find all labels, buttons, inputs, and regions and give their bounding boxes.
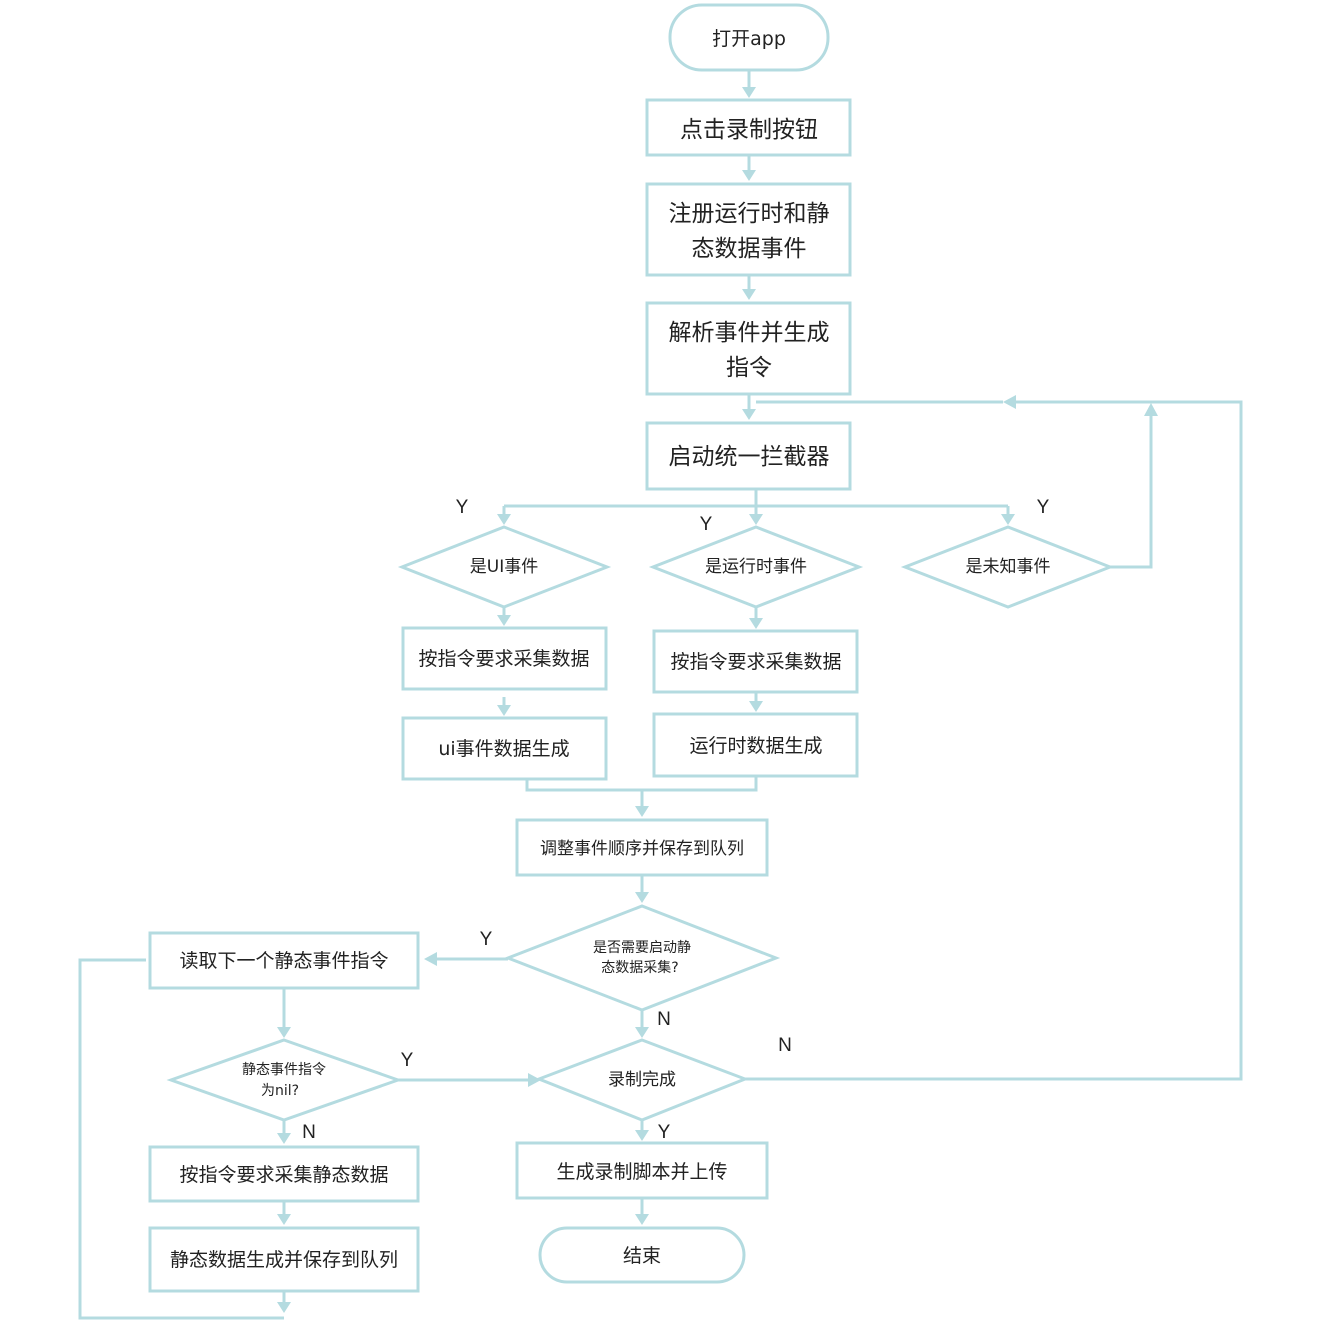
node-label: 指令	[726, 355, 772, 381]
node-collect-ui: 按指令要求采集数据	[401, 626, 608, 691]
arrowhead	[635, 1027, 649, 1038]
node-label: 点击录制按钮	[680, 117, 818, 143]
edge-label-unknown-yes: Y	[1037, 497, 1050, 518]
node-need-static: 是否需要启动静 态数据采集?	[503, 904, 781, 1012]
node-open-app: 打开app	[668, 3, 830, 72]
edge-static-loop-back	[78, 958, 284, 1320]
edge-label-ui-yes: Y	[456, 497, 469, 518]
node-parse-events: 解析事件并生成 指令	[645, 301, 852, 396]
edge-labels: Y Y Y Y N Y N N Y	[302, 497, 1050, 1143]
node-label: 为nil?	[261, 1083, 299, 1099]
node-label: 是运行时事件	[705, 557, 807, 577]
arrowhead	[742, 87, 756, 98]
arrowhead	[277, 1302, 291, 1313]
arrowhead	[635, 806, 649, 817]
edge-done-no-loop	[745, 400, 1243, 1081]
edge-label-need-static-yes: Y	[480, 929, 493, 950]
arrowhead	[277, 1133, 291, 1144]
node-label: 是UI事件	[470, 557, 538, 577]
arrowhead	[277, 1214, 291, 1225]
arrowhead	[277, 1027, 291, 1038]
node-label: 解析事件并生成	[669, 320, 830, 346]
node-adjust-queue: 调整事件顺序并保存到队列	[515, 818, 769, 877]
node-record-done: 录制完成	[534, 1038, 750, 1122]
node-gen-script: 生成录制脚本并上传	[515, 1141, 769, 1200]
arrowhead	[497, 615, 511, 626]
node-label: 读取下一个静态事件指令	[179, 950, 388, 972]
arrowhead	[742, 170, 756, 181]
arrowhead	[424, 952, 437, 966]
node-label: 调整事件顺序并保存到队列	[540, 839, 744, 859]
arrowhead	[742, 409, 756, 420]
node-label: 启动统一拦截器	[669, 444, 830, 470]
edge-interceptor-bus	[502, 490, 1010, 514]
arrowhead	[1144, 403, 1158, 416]
node-label: 运行时数据生成	[689, 735, 822, 757]
node-register-events: 注册运行时和静 态数据事件	[645, 182, 852, 277]
edge-label-done-yes: Y	[658, 1122, 671, 1143]
edge-label-runtime-yes: Y	[700, 514, 713, 535]
node-collect-static: 按指令要求采集静态数据	[148, 1145, 420, 1203]
arrowhead	[1001, 514, 1015, 525]
node-label: 静态数据生成并保存到队列	[170, 1249, 398, 1271]
arrowhead	[635, 1130, 649, 1141]
node-runtime-data: 运行时数据生成	[652, 712, 859, 778]
node-static-save: 静态数据生成并保存到队列	[148, 1226, 420, 1293]
edge-label-nil-yes: Y	[401, 1050, 414, 1071]
edge-merge-bus	[525, 777, 758, 806]
node-label: 打开app	[712, 28, 786, 50]
node-label: 态数据采集?	[601, 959, 678, 976]
node-label: 按指令要求采集静态数据	[179, 1164, 388, 1186]
arrowhead	[635, 1214, 649, 1225]
node-label: 注册运行时和静	[669, 201, 830, 227]
node-start-interceptor: 启动统一拦截器	[645, 421, 852, 491]
node-label: 生成录制脚本并上传	[556, 1161, 727, 1183]
node-end: 结束	[538, 1226, 746, 1284]
node-static-nil: 静态事件指令 为nil?	[166, 1038, 403, 1122]
arrowhead	[528, 1073, 541, 1087]
node-is-runtime-event: 是运行时事件	[648, 525, 864, 609]
arrowhead	[635, 892, 649, 903]
connectors	[78, 71, 1243, 1320]
edge-unknown-loop	[1110, 416, 1153, 569]
edge-label-done-no: N	[778, 1035, 792, 1056]
node-label: 录制完成	[608, 1070, 676, 1090]
node-label: 是未知事件	[966, 557, 1051, 577]
arrowhead	[742, 289, 756, 300]
node-label: ui事件数据生成	[438, 738, 569, 760]
node-label: 态数据事件	[692, 236, 807, 262]
node-label: 按指令要求采集数据	[418, 648, 589, 670]
edge-label-need-static-no: N	[657, 1009, 671, 1030]
edge-label-nil-no: N	[302, 1122, 316, 1143]
arrowhead	[749, 618, 763, 629]
arrowhead	[497, 514, 511, 525]
arrowhead	[497, 705, 511, 716]
node-label: 是否需要启动静	[593, 940, 691, 956]
arrowhead	[749, 514, 763, 525]
node-click-record: 点击录制按钮	[645, 98, 852, 157]
node-read-next: 读取下一个静态事件指令	[148, 931, 420, 990]
node-is-unknown-event: 是未知事件	[900, 525, 1115, 609]
node-label: 按指令要求采集数据	[670, 651, 841, 673]
node-ui-data: ui事件数据生成	[401, 716, 608, 781]
node-label: 结束	[623, 1245, 661, 1267]
node-label: 静态事件指令	[242, 1062, 326, 1078]
node-collect-runtime: 按指令要求采集数据	[652, 629, 859, 694]
arrowhead	[749, 701, 763, 712]
arrowhead	[1003, 395, 1016, 409]
node-is-ui-event: 是UI事件	[397, 525, 612, 609]
